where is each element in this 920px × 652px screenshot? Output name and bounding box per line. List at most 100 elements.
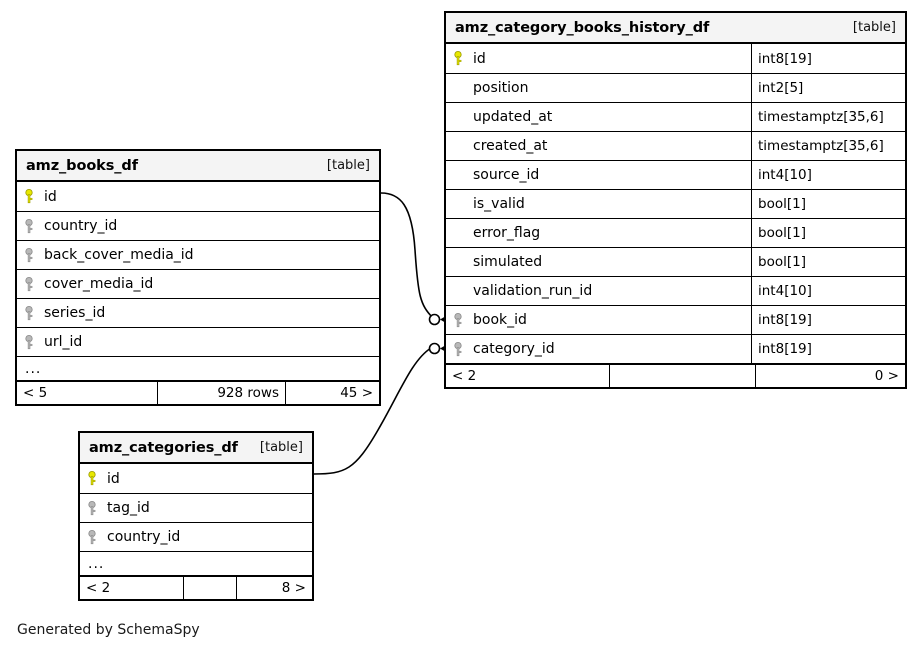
footer-row-count: 928 rows bbox=[157, 382, 285, 404]
column-cell: back_cover_media_id bbox=[17, 241, 379, 269]
foreign-key-icon bbox=[25, 247, 44, 263]
footer-next-count[interactable]: 8 > bbox=[236, 577, 312, 599]
column-name: validation_run_id bbox=[473, 283, 593, 299]
column-type: bool[1] bbox=[751, 248, 905, 276]
table-row[interactable]: id int8[19] bbox=[446, 44, 905, 73]
table-row[interactable]: is_valid bool[1] bbox=[446, 189, 905, 218]
column-name: updated_at bbox=[473, 109, 553, 125]
table-header: amz_category_books_history_df [table] bbox=[446, 13, 905, 44]
foreign-key-icon bbox=[88, 500, 107, 516]
table-header: amz_books_df [table] bbox=[17, 151, 379, 182]
table-row[interactable]: id bbox=[80, 464, 312, 493]
more-columns-row: ... bbox=[80, 551, 312, 575]
column-name: id bbox=[473, 50, 486, 67]
column-name: series_id bbox=[44, 305, 106, 321]
table-row[interactable]: updated_at timestamptz[35,6] bbox=[446, 102, 905, 131]
more-columns-row: ... bbox=[17, 356, 379, 380]
ellipsis-label: ... bbox=[88, 555, 105, 572]
footer-prev-count[interactable]: < 2 bbox=[452, 368, 477, 384]
column-cell: tag_id bbox=[80, 494, 312, 522]
table-row[interactable]: validation_run_id int4[10] bbox=[446, 276, 905, 305]
table-footer: < 2 8 > bbox=[80, 575, 312, 599]
column-type: int8[19] bbox=[751, 335, 905, 363]
column-type: int8[19] bbox=[751, 306, 905, 334]
table-footer: < 2 0 > bbox=[446, 363, 905, 387]
column-name: is_valid bbox=[473, 196, 525, 212]
table-row[interactable]: tag_id bbox=[80, 493, 312, 522]
column-cell: is_valid bbox=[446, 190, 751, 218]
column-cell: category_id bbox=[446, 335, 751, 363]
table-row[interactable]: source_id int4[10] bbox=[446, 160, 905, 189]
column-cell: country_id bbox=[80, 523, 312, 551]
footer-next-count[interactable]: 45 > bbox=[285, 382, 379, 404]
column-cell: error_flag bbox=[446, 219, 751, 247]
footer-prev-count[interactable]: < 5 bbox=[23, 385, 48, 401]
foreign-key-icon bbox=[25, 276, 44, 292]
column-name: position bbox=[473, 80, 529, 96]
column-name: simulated bbox=[473, 254, 543, 270]
table-row[interactable]: back_cover_media_id bbox=[17, 240, 379, 269]
column-cell: position bbox=[446, 74, 751, 102]
table-amz-books-df[interactable]: amz_books_df [table] id country_id back_… bbox=[15, 149, 381, 406]
generator-caption: Generated by SchemaSpy bbox=[17, 622, 200, 638]
foreign-key-icon bbox=[454, 341, 473, 357]
table-row[interactable]: book_id int8[19] bbox=[446, 305, 905, 334]
column-type: bool[1] bbox=[751, 219, 905, 247]
column-cell: updated_at bbox=[446, 103, 751, 131]
column-name: source_id bbox=[473, 167, 540, 183]
table-row[interactable]: id bbox=[17, 182, 379, 211]
column-type: int4[10] bbox=[751, 161, 905, 189]
table-row[interactable]: created_at timestamptz[35,6] bbox=[446, 131, 905, 160]
column-name: back_cover_media_id bbox=[44, 247, 194, 263]
column-name: tag_id bbox=[107, 500, 150, 516]
table-row[interactable]: url_id bbox=[17, 327, 379, 356]
column-cell: country_id bbox=[17, 212, 379, 240]
column-cell: series_id bbox=[17, 299, 379, 327]
primary-key-icon bbox=[88, 471, 107, 486]
foreign-key-icon bbox=[25, 305, 44, 321]
table-row[interactable]: position int2[5] bbox=[446, 73, 905, 102]
foreign-key-icon bbox=[25, 218, 44, 234]
column-name: book_id bbox=[473, 312, 527, 328]
footer-row-count bbox=[609, 365, 755, 387]
column-type: int4[10] bbox=[751, 277, 905, 305]
table-amz-category-books-history-df[interactable]: amz_category_books_history_df [table] id… bbox=[444, 11, 907, 389]
table-row[interactable]: series_id bbox=[17, 298, 379, 327]
column-type: timestamptz[35,6] bbox=[751, 132, 905, 160]
table-type-tag: [table] bbox=[259, 440, 303, 455]
table-footer: < 5 928 rows 45 > bbox=[17, 380, 379, 404]
column-cell: cover_media_id bbox=[17, 270, 379, 298]
footer-row-count bbox=[183, 577, 236, 599]
table-row[interactable]: simulated bool[1] bbox=[446, 247, 905, 276]
column-name: created_at bbox=[473, 138, 548, 154]
table-amz-categories-df[interactable]: amz_categories_df [table] id tag_id coun… bbox=[78, 431, 314, 601]
table-header: amz_categories_df [table] bbox=[80, 433, 312, 464]
column-type: int8[19] bbox=[751, 44, 905, 73]
table-type-tag: [table] bbox=[326, 158, 370, 173]
column-cell: id bbox=[80, 464, 312, 493]
relationship-books-to-history bbox=[380, 192, 452, 327]
column-type: bool[1] bbox=[751, 190, 905, 218]
column-name: country_id bbox=[44, 218, 118, 234]
column-cell: created_at bbox=[446, 132, 751, 160]
column-cell: book_id bbox=[446, 306, 751, 334]
column-cell: id bbox=[17, 182, 379, 211]
column-cell: validation_run_id bbox=[446, 277, 751, 305]
table-row[interactable]: country_id bbox=[17, 211, 379, 240]
table-row[interactable]: error_flag bool[1] bbox=[446, 218, 905, 247]
column-cell: source_id bbox=[446, 161, 751, 189]
table-row[interactable]: cover_media_id bbox=[17, 269, 379, 298]
footer-prev-count[interactable]: < 2 bbox=[86, 580, 111, 596]
table-row[interactable]: country_id bbox=[80, 522, 312, 551]
cardinality-zero-marker bbox=[428, 342, 441, 355]
table-name: amz_category_books_history_df bbox=[455, 19, 710, 36]
column-name: url_id bbox=[44, 334, 83, 350]
footer-next-count[interactable]: 0 > bbox=[755, 365, 905, 387]
table-row[interactable]: category_id int8[19] bbox=[446, 334, 905, 363]
column-name: id bbox=[44, 188, 57, 205]
cardinality-zero-marker bbox=[428, 313, 441, 326]
primary-key-icon bbox=[454, 51, 473, 66]
table-type-tag: [table] bbox=[852, 20, 896, 35]
table-name: amz_categories_df bbox=[89, 439, 238, 456]
primary-key-icon bbox=[25, 189, 44, 204]
